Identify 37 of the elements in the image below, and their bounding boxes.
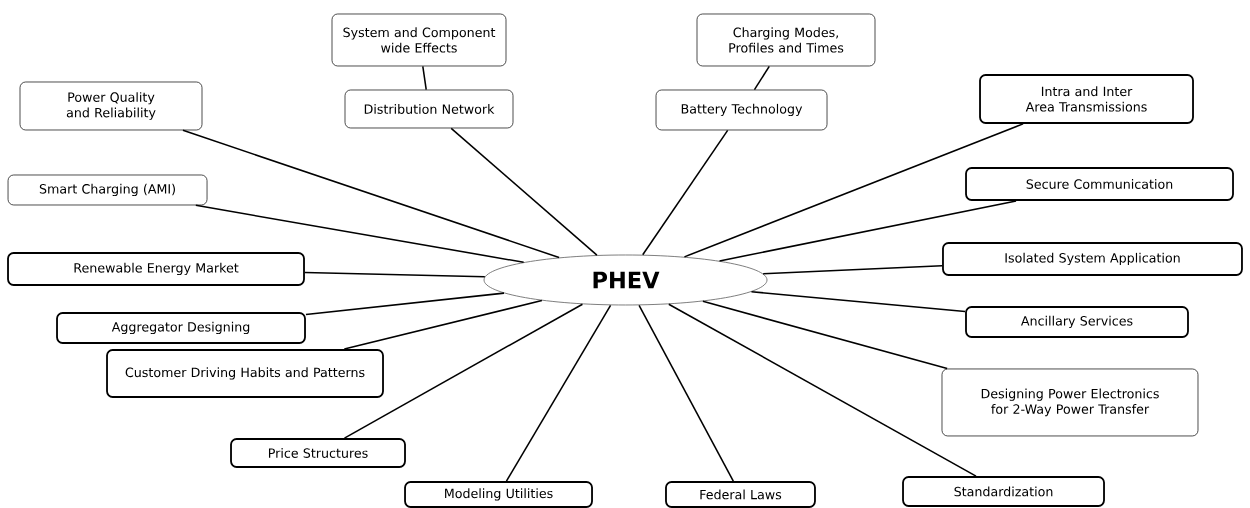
connector-line [305, 292, 505, 316]
connector-line [182, 129, 560, 259]
topic-box: Intra and Inter Area Transmissions [979, 74, 1194, 124]
topic-box: System and Component wide Effects [331, 13, 507, 67]
connector-line [753, 65, 771, 91]
topic-box: Ancillary Services [965, 306, 1189, 338]
connector-line [422, 65, 427, 91]
connector-line [343, 299, 543, 350]
topic-box: Distribution Network [344, 89, 514, 129]
connector-line [750, 290, 966, 313]
connector-line [762, 264, 943, 275]
topic-box: Customer Driving Habits and Patterns [106, 349, 384, 398]
connector-line [304, 271, 486, 278]
connector-line [702, 300, 948, 370]
topic-box: Federal Laws [665, 481, 816, 508]
connector-line [668, 303, 977, 477]
connector-line [641, 129, 729, 256]
topic-box: Price Structures [230, 438, 406, 468]
ellipse-node: PHEV [483, 254, 768, 306]
topic-box: Aggregator Designing [56, 312, 306, 344]
connector-line [718, 200, 1017, 262]
topic-box: Isolated System Application [942, 242, 1243, 276]
connector-line [638, 304, 735, 482]
topic-box: Charging Modes, Profiles and Times [696, 13, 876, 67]
connector-line [505, 304, 612, 482]
connector-line [343, 303, 584, 439]
connector-line [683, 123, 1024, 258]
topic-box: Designing Power Electronics for 2-Way Power Transfer [941, 368, 1199, 437]
topic-box: Secure Communication [965, 167, 1234, 201]
topic-box: Standardization [902, 476, 1105, 507]
topic-box: Power Quality and Reliability [19, 81, 203, 131]
connector-line [195, 204, 525, 264]
connector-line [450, 127, 598, 256]
topic-box: Modeling Utilities [404, 481, 593, 508]
topic-box: Renewable Energy Market [7, 252, 305, 286]
topic-box: Smart Charging (AMI) [7, 174, 208, 206]
topic-box: Battery Technology [655, 89, 828, 131]
